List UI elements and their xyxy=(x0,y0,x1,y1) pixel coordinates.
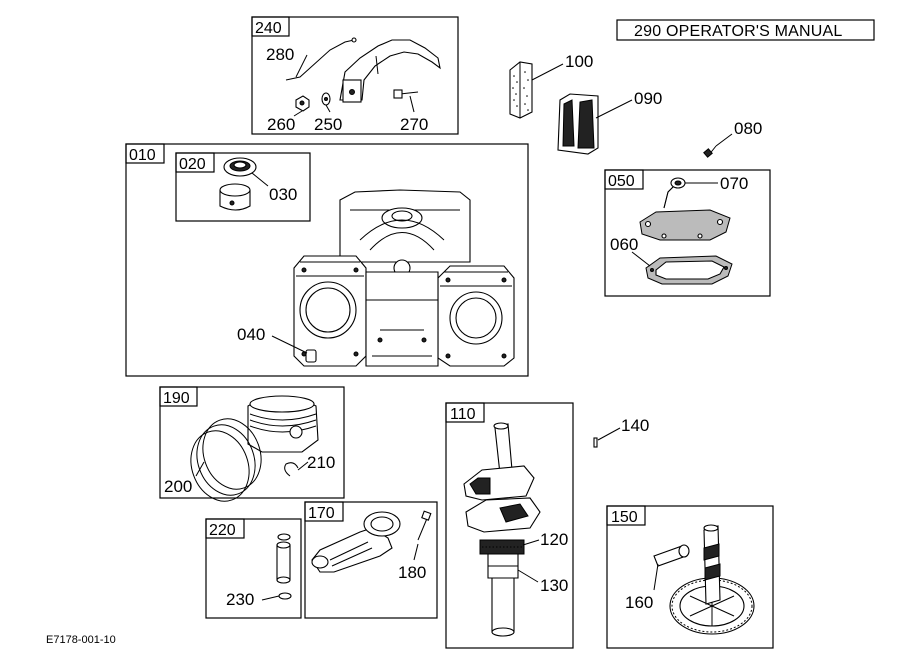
group-020-label: 020 xyxy=(179,156,206,173)
callout-160: 160 xyxy=(625,593,653,612)
callout-230: 230 xyxy=(226,590,254,609)
part-030-seal xyxy=(223,157,257,177)
part-220-pin xyxy=(276,533,291,584)
callout-080: 080 xyxy=(734,119,762,138)
crankcase-body xyxy=(293,189,515,367)
part-090-gasket xyxy=(557,93,599,155)
part-180-bolt xyxy=(417,510,432,541)
group-220-label: 220 xyxy=(209,522,236,539)
callout-130: 130 xyxy=(540,576,568,595)
part-140-key xyxy=(593,437,598,448)
callout-200: 200 xyxy=(164,477,192,496)
part-040-dowel xyxy=(305,349,317,363)
group-190-label: 190 xyxy=(163,390,190,407)
part-280-rod xyxy=(285,39,355,81)
group-240-label: 240 xyxy=(255,20,282,37)
governor-lever xyxy=(339,39,441,101)
part-270-bolt xyxy=(393,89,419,99)
group-010-box: 010 xyxy=(125,143,529,377)
callout-090: 090 xyxy=(634,89,662,108)
callout-140: 140 xyxy=(621,416,649,435)
camshaft-gear xyxy=(669,524,755,635)
callout-210: 210 xyxy=(307,453,335,472)
callout-070: 070 xyxy=(720,174,748,193)
callout-120: 120 xyxy=(540,530,568,549)
piston xyxy=(247,395,319,453)
group-010-label: 010 xyxy=(129,147,156,164)
group-150-label: 150 xyxy=(611,509,638,526)
group-050-label: 050 xyxy=(608,173,635,190)
group-110-label: 110 xyxy=(450,406,476,423)
callout-040: 040 xyxy=(237,325,265,344)
group-020-box: 020 030 xyxy=(175,152,311,222)
part-100-breather xyxy=(509,61,533,119)
drawing-reference-code: E7178-001-10 xyxy=(46,634,116,646)
callout-260: 260 xyxy=(267,115,295,134)
callout-180: 180 xyxy=(398,563,426,582)
callout-030: 030 xyxy=(269,185,297,204)
callout-060: 060 xyxy=(610,235,638,254)
breather-cover xyxy=(639,209,731,241)
group-050-box: 050 070 060 xyxy=(604,169,771,297)
part-080-screw xyxy=(703,145,717,158)
part-160-pin xyxy=(653,544,690,567)
part-070-tube xyxy=(663,177,686,209)
group-220-box: 220 230 xyxy=(205,518,302,619)
group-170-label: 170 xyxy=(308,505,335,522)
manual-title: 290 OPERATOR'S MANUAL xyxy=(634,23,843,40)
callout-270: 270 xyxy=(400,115,428,134)
group-150-box: 150 160 xyxy=(606,505,774,649)
group-110-box: 110 120 130 xyxy=(445,402,574,649)
part-230-clip xyxy=(278,592,292,600)
connecting-rod xyxy=(311,511,401,573)
crankshaft xyxy=(463,422,541,637)
callout-250: 250 xyxy=(314,115,342,134)
part-020-bushing xyxy=(219,183,251,211)
part-210-clip xyxy=(284,462,299,477)
group-190-box: 190 200 210 xyxy=(159,386,345,502)
part-060-gasket xyxy=(645,255,733,285)
group-170-box: 170 180 xyxy=(304,501,438,619)
group-240-box: 240 280 260 250 270 xyxy=(251,16,459,135)
manual-title-box: 290 OPERATOR'S MANUAL xyxy=(616,19,875,41)
callout-280: 280 xyxy=(266,45,294,64)
callout-100: 100 xyxy=(565,52,593,71)
